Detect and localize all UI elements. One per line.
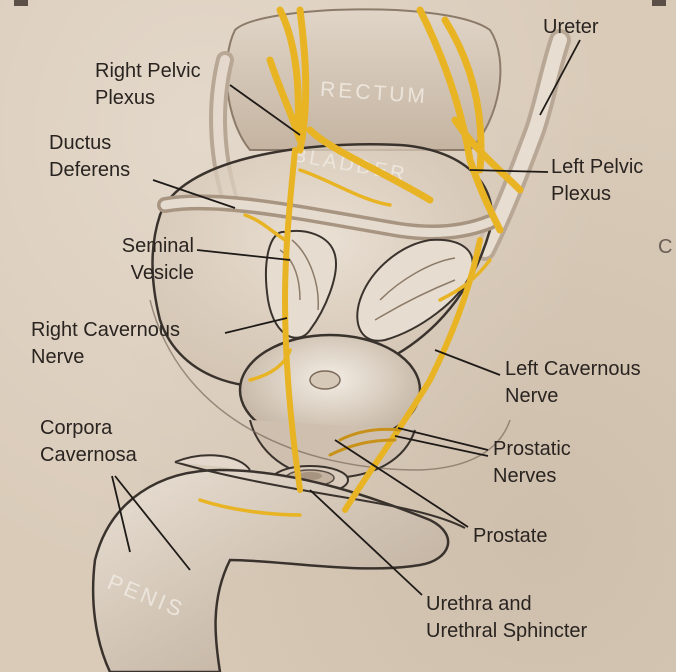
label-right-cavernous-nerve: Right Cavernous Nerve — [31, 317, 180, 371]
label-prostatic-nerves: Prostatic Nerves — [493, 436, 571, 490]
corpora-cavernosa-end — [175, 455, 250, 470]
leader-left-cavernous-nerve — [435, 350, 500, 375]
penis-shape — [93, 470, 448, 672]
label-corpora-cavernosa: Corpora Cavernosa — [40, 415, 137, 469]
label-right-pelvic-plexus: Right Pelvic Plexus — [95, 58, 201, 112]
label-ureter: Ureter — [543, 14, 599, 41]
label-left-cavernous-nerve: Left Cavernous Nerve — [505, 356, 641, 410]
label-ductus-deferens: Ductus Deferens — [49, 130, 130, 184]
label-left-pelvic-plexus: Left Pelvic Plexus — [551, 154, 643, 208]
label-seminal-vesicle: Seminal Vesicle — [106, 233, 194, 287]
label-urethra-sphincter: Urethra and Urethral Sphincter — [426, 591, 587, 645]
label-prostate: Prostate — [473, 523, 547, 550]
label-edge-letter: C — [658, 234, 672, 261]
prostate-urethral-opening — [310, 371, 340, 389]
